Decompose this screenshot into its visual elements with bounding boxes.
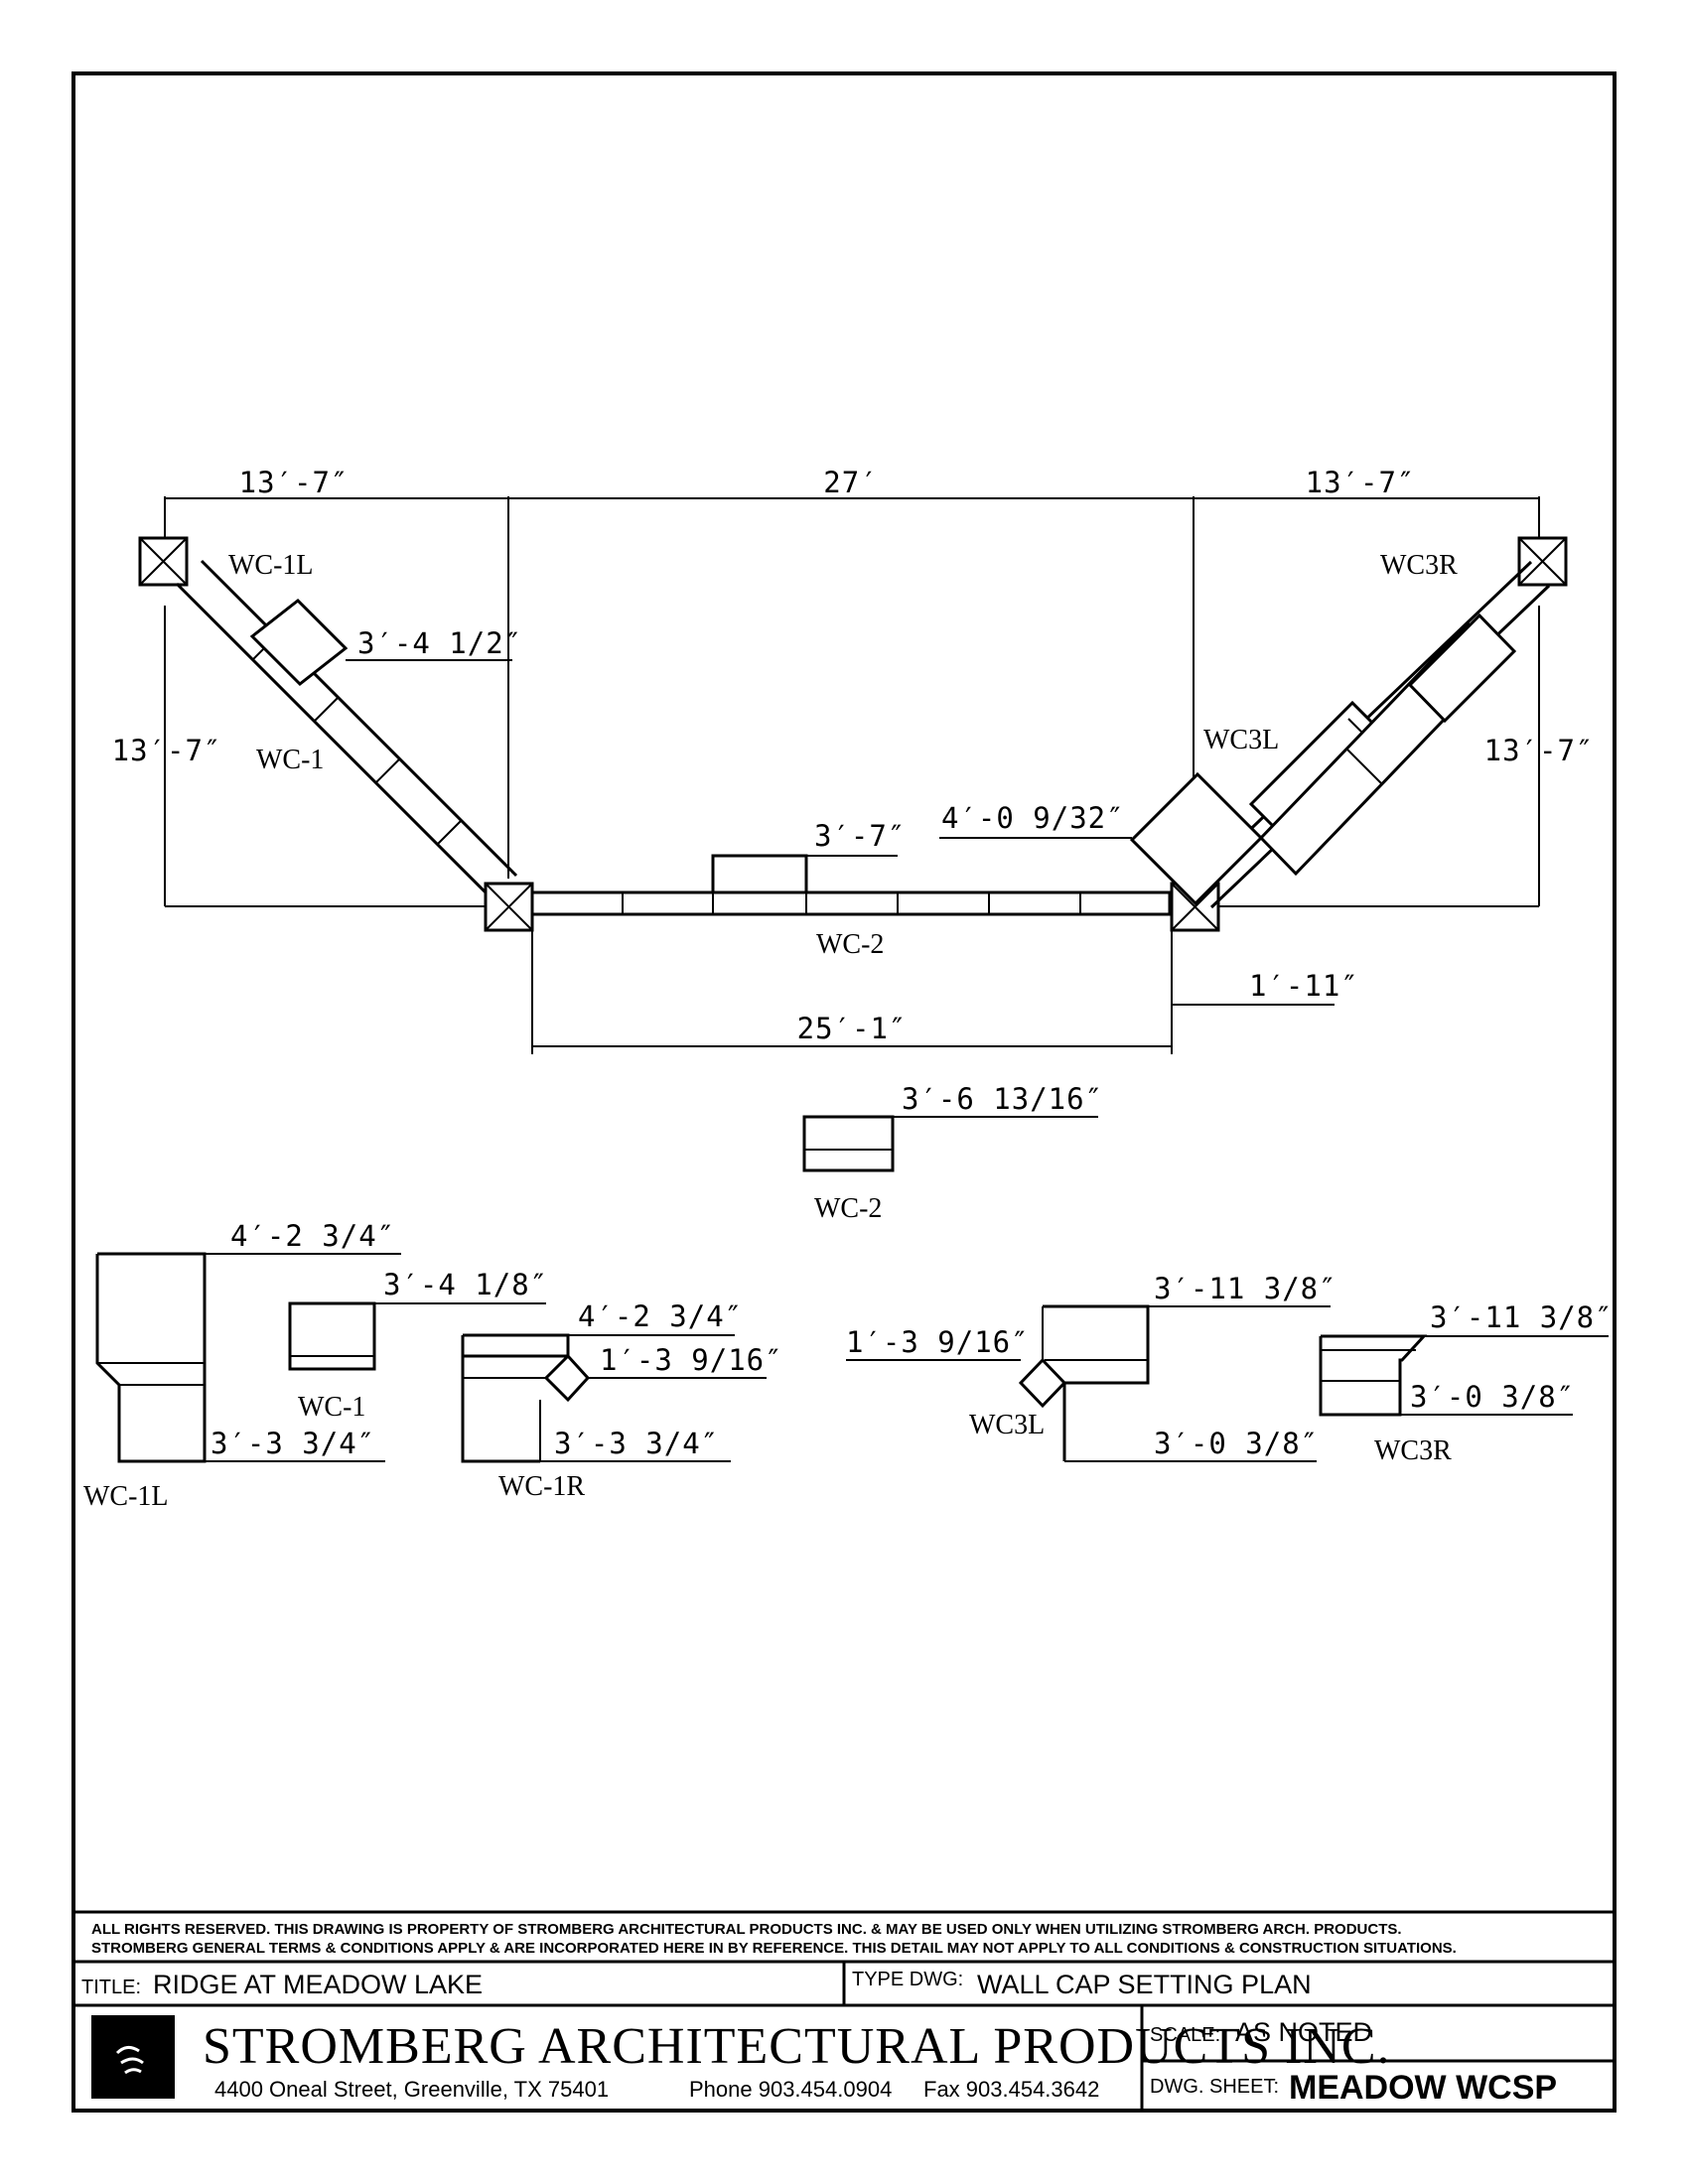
- dim-top-left: 13′-7″: [239, 466, 350, 499]
- detail-wc1r-dim-bottom: 3′-3 3/4″: [554, 1427, 719, 1460]
- detail-wc3l-label: WC3L: [969, 1410, 1045, 1440]
- dim-offset: 1′-11″: [1249, 969, 1359, 1003]
- title-value: RIDGE AT MEADOW LAKE: [153, 1970, 483, 1999]
- detail-wc2-label: WC-2: [814, 1193, 882, 1224]
- title-key: TITLE:: [81, 1977, 141, 1998]
- detail-wc3r-label: WC3R: [1374, 1435, 1452, 1466]
- post-marker: [484, 882, 534, 932]
- wc3-diagonal-wall: [1129, 560, 1551, 909]
- detail-wc3r: 3′-11 3/8″ 3′-0 3/8″ WC3R: [1319, 1300, 1614, 1466]
- detail-wc1r-dim-corner: 1′-3 9/16″: [600, 1343, 783, 1377]
- sheet-key: DWG. SHEET:: [1150, 2076, 1279, 2098]
- detail-wc3l-dim-top: 3′-11 3/8″: [1154, 1272, 1337, 1305]
- detail-wc1l-dim-bottom: 3′-3 3/4″: [211, 1427, 375, 1460]
- rights-line-1: ALL RIGHTS RESERVED. THIS DRAWING IS PRO…: [91, 1921, 1402, 1938]
- detail-wc1r-label: WC-1R: [498, 1471, 585, 1502]
- scale-value: AS NOTED: [1235, 2017, 1372, 2047]
- detail-wc2: 3′-6 13/16″ WC-2: [802, 1082, 1103, 1224]
- company-fax: Fax 903.454.3642: [923, 2077, 1099, 2102]
- plan-view: 13′-7″ 27′ 13′-7″ 13′-7″ 13′-7″ 3′-4 1/2…: [112, 466, 1595, 1054]
- title-block: ALL RIGHTS RESERVED. THIS DRAWING IS PRO…: [73, 1910, 1615, 2111]
- dim-right-side: 13′-7″: [1484, 734, 1595, 767]
- detail-wc1: 3′-4 1/8″ WC-1: [288, 1268, 548, 1423]
- dim-wc3l: 4′-0 9/32″: [941, 801, 1125, 835]
- dim-wc2-seg: 3′-7″: [814, 819, 906, 853]
- type-value: WALL CAP SETTING PLAN: [977, 1970, 1312, 1999]
- company-logo: [91, 2015, 175, 2099]
- rights-line-2: STROMBERG GENERAL TERMS & CONDITIONS APP…: [91, 1940, 1457, 1957]
- label-wc3l: WC3L: [1203, 725, 1279, 755]
- post-marker: [1517, 536, 1568, 587]
- company-phone: Phone 903.454.0904: [689, 2077, 892, 2102]
- sheet-border: [71, 71, 1617, 2113]
- detail-wc1l-dim-top: 4′-2 3/4″: [230, 1219, 395, 1253]
- wc1-diagonal-wall: [175, 559, 518, 903]
- detail-wc1r-dim-top: 4′-2 3/4″: [578, 1299, 743, 1333]
- detail-wc3l-dim-corner: 1′-3 9/16″: [846, 1325, 1030, 1359]
- detail-wc1-dim: 3′-4 1/8″: [383, 1268, 548, 1301]
- dim-wc1-seg: 3′-4 1/2″: [357, 626, 522, 660]
- dim-bottom: 25′-1″: [797, 1012, 908, 1045]
- label-wc2: WC-2: [816, 929, 884, 960]
- detail-wc1-label: WC-1: [298, 1392, 365, 1423]
- detail-wc3r-dim-bottom: 3′-0 3/8″: [1410, 1380, 1575, 1414]
- dim-top-right: 13′-7″: [1306, 466, 1416, 499]
- detail-wc1l: 4′-2 3/4″ 3′-3 3/4″ WC-1L: [83, 1219, 401, 1512]
- detail-wc2-dim: 3′-6 13/16″: [902, 1082, 1103, 1116]
- detail-wc3r-dim-top: 3′-11 3/8″: [1430, 1300, 1614, 1334]
- detail-wc3l: 3′-11 3/8″ 1′-3 9/16″ 3′-0 3/8″ WC3L: [846, 1272, 1337, 1462]
- label-wc1: WC-1: [256, 745, 324, 775]
- sheet-value: MEADOW WCSP: [1289, 2069, 1557, 2107]
- dim-top-mid: 27′: [823, 466, 878, 499]
- detail-wc3l-dim-bottom: 3′-0 3/8″: [1154, 1427, 1319, 1460]
- scale-key: SCALE:: [1150, 2024, 1220, 2046]
- post-marker: [138, 536, 189, 587]
- detail-wc1l-label: WC-1L: [83, 1481, 169, 1512]
- company-address: 4400 Oneal Street, Greenville, TX 75401: [214, 2077, 609, 2102]
- type-key: TYPE DWG:: [852, 1969, 963, 1990]
- label-wc3r: WC3R: [1380, 550, 1458, 581]
- label-wc1l: WC-1L: [228, 550, 314, 581]
- wc2-straight-wall: [527, 854, 1172, 916]
- dim-left-side: 13′-7″: [112, 734, 222, 767]
- detail-wc1r: 4′-2 3/4″ 1′-3 9/16″ 3′-3 3/4″ WC-1R: [461, 1299, 783, 1502]
- company-name: STROMBERG ARCHITECTURAL PRODUCTS INC.: [203, 2018, 1391, 2075]
